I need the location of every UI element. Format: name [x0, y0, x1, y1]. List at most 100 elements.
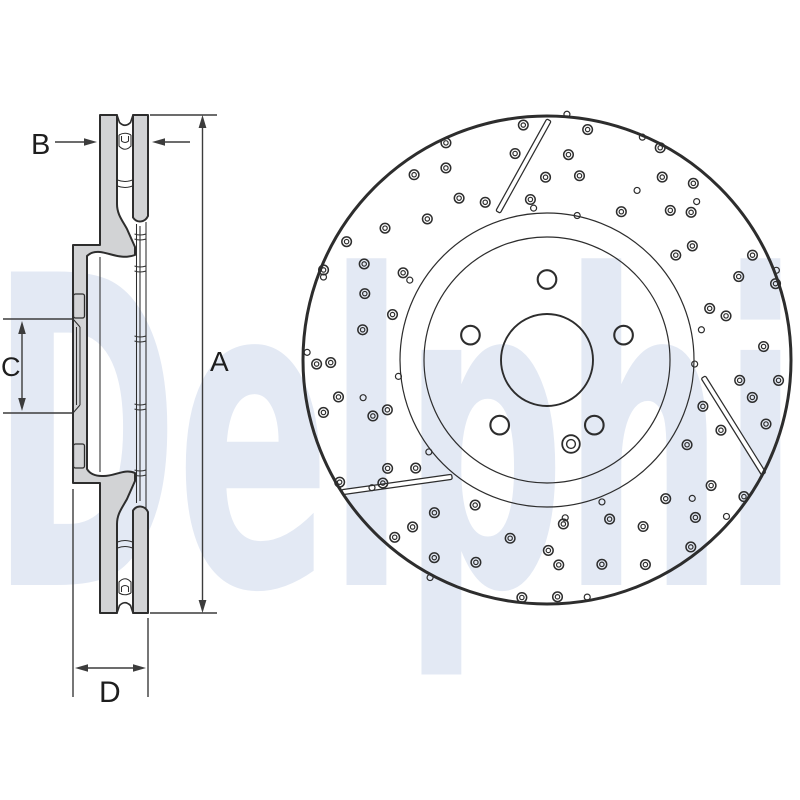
drilled-hole	[386, 309, 399, 321]
drilled-hole-center	[473, 559, 479, 566]
drilled-hole	[704, 302, 716, 314]
small-drilled-hole	[394, 372, 403, 380]
section-centre-bore	[72, 318, 81, 414]
small-drilled-hole	[693, 198, 701, 206]
cross-section-view	[72, 114, 149, 614]
drilled-hole-center	[384, 465, 391, 472]
drilled-hole	[504, 532, 516, 544]
small-drilled-hole	[633, 186, 641, 195]
drilled-hole	[733, 270, 745, 283]
drilled-hole-center	[431, 509, 438, 516]
vent-rib-bottom	[117, 539, 133, 596]
drilled-hole-center	[560, 521, 567, 527]
drilled-hole	[687, 177, 699, 189]
drilled-hole	[760, 418, 772, 430]
drilled-hole-center	[576, 172, 583, 179]
drilled-hole	[660, 493, 672, 505]
drilled-hole-center	[424, 216, 431, 222]
small-drilled-hole	[573, 211, 581, 220]
drilled-hole-center	[688, 209, 694, 216]
drilled-hole-center	[335, 394, 342, 400]
dim-label-a: A	[210, 346, 229, 377]
drilled-hole	[720, 310, 732, 322]
drilled-hole-center	[431, 554, 438, 561]
drilled-hole-center	[411, 171, 417, 178]
drilled-hole-center	[692, 514, 699, 521]
dim-d-lines	[72, 489, 149, 697]
drilled-hole	[332, 391, 345, 403]
drilled-hole	[615, 206, 627, 218]
dim-label-b: B	[31, 129, 50, 161]
drilled-hole-center	[512, 150, 518, 157]
hub-bore-circle	[500, 313, 594, 407]
drilled-hole	[542, 544, 554, 556]
vent-notch-bottom	[116, 601, 134, 614]
drilled-hole-center	[640, 523, 646, 530]
drilled-hole-center	[749, 252, 756, 258]
drilled-hole	[410, 462, 422, 474]
drilled-hole-center	[775, 377, 782, 384]
drilled-hole	[408, 169, 420, 181]
dim-label-c: C	[1, 352, 21, 382]
small-drilled-hole	[426, 573, 434, 582]
drilled-hole-center	[690, 180, 697, 187]
drilled-hole	[553, 559, 565, 571]
drilled-hole	[746, 249, 759, 261]
drilled-hole-center	[584, 126, 591, 133]
drilled-hole-center	[391, 534, 398, 541]
small-drilled-hole	[772, 266, 780, 274]
drilled-hole-center	[456, 195, 462, 201]
drilled-hole-center	[749, 394, 756, 401]
dim-a-lines	[150, 114, 217, 614]
drilled-hole	[596, 558, 608, 570]
drilled-hole	[479, 196, 491, 208]
drilled-hole	[685, 206, 697, 218]
drilled-hole-center	[412, 465, 419, 471]
drilled-hole	[604, 513, 616, 525]
small-drilled-hole	[425, 448, 433, 456]
dimensions: A B C D	[1, 114, 229, 709]
bolt-hole-1	[536, 269, 558, 290]
drilled-hole-center	[519, 594, 525, 601]
drilled-hole	[540, 171, 552, 183]
drilled-hole	[407, 521, 419, 533]
drilled-hole	[470, 556, 482, 568]
drilled-hole	[705, 479, 717, 492]
drilled-hole	[397, 267, 409, 279]
drilled-hole	[738, 491, 750, 503]
bolt-hole-2	[613, 324, 634, 346]
drilled-hole-center	[380, 480, 386, 486]
face-slot-3	[341, 473, 453, 496]
drilled-hole-center	[667, 207, 674, 214]
small-drilled-hole	[697, 326, 706, 334]
drilled-hole-center	[527, 196, 534, 203]
drilled-hole-center	[320, 267, 327, 273]
drilled-hole	[734, 374, 746, 386]
drilled-hole-center	[662, 495, 669, 502]
drilled-hole	[685, 541, 697, 553]
drilled-hole-center	[735, 273, 742, 280]
drilled-hole-center	[657, 144, 664, 151]
drilled-hole	[357, 324, 369, 336]
bolt-hole-5	[460, 324, 481, 346]
small-drilled-hole	[529, 204, 538, 212]
drilled-hole	[681, 439, 693, 451]
drilled-hole	[517, 119, 529, 131]
drilled-hole-center	[409, 524, 416, 530]
drilled-hole-center	[520, 122, 527, 128]
drilled-hole	[772, 374, 785, 386]
drilled-hole	[670, 249, 682, 261]
drilled-hole-center	[760, 343, 767, 350]
small-drilled-hole	[691, 360, 699, 368]
drilled-hole-center	[361, 290, 368, 297]
section-outboard-plate-and-hat	[72, 114, 136, 614]
drilled-hole	[509, 147, 521, 160]
drilled-hole	[746, 391, 758, 403]
drilled-hole	[421, 213, 433, 225]
drilled-hole	[379, 222, 391, 234]
small-drilled-hole	[598, 498, 606, 506]
drilled-hole	[637, 520, 649, 533]
drilled-hole	[715, 424, 727, 436]
drilled-hole-center	[554, 594, 561, 600]
section-interior-lines	[99, 222, 147, 510]
